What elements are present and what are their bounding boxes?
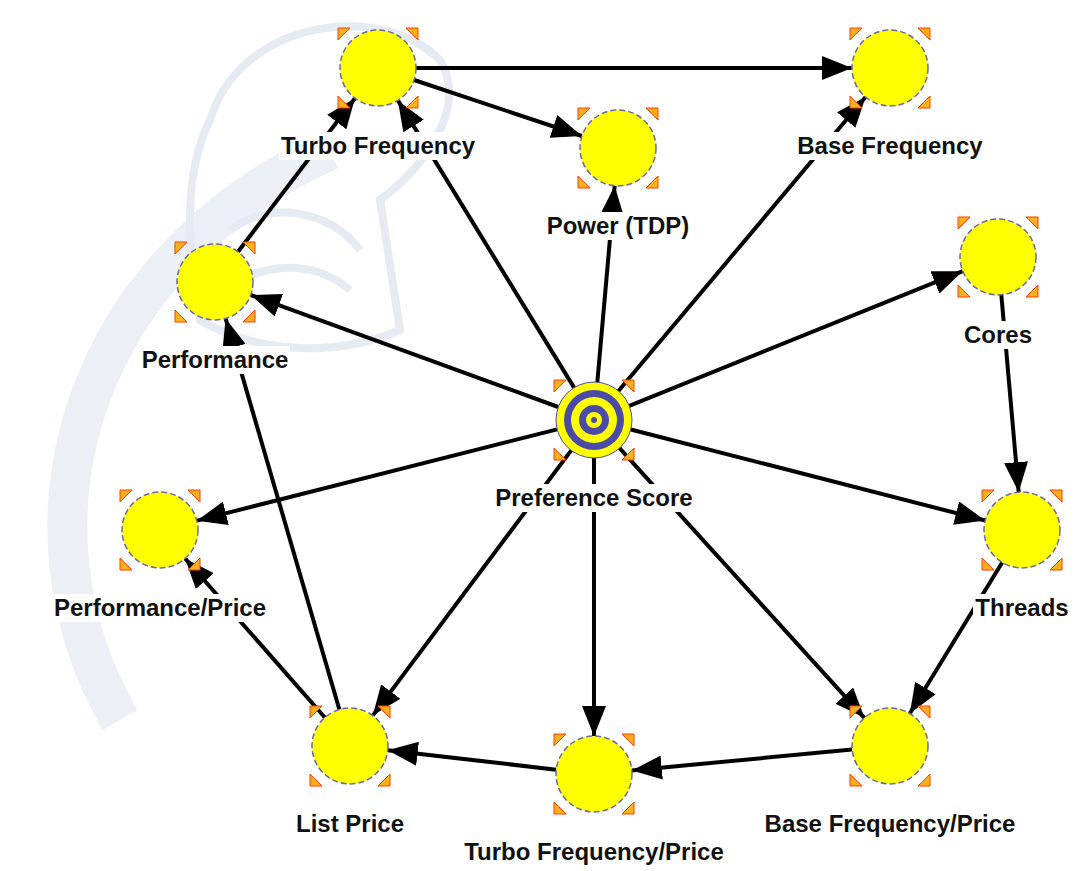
node-label: Power (TDP) bbox=[545, 212, 692, 240]
node-label: Base Frequency bbox=[795, 132, 984, 160]
variable-circle bbox=[552, 732, 636, 816]
variable-node: Cores bbox=[956, 215, 1040, 349]
variable-circle bbox=[980, 488, 1064, 572]
node-label: Cores bbox=[962, 321, 1034, 349]
variable-node: Performance/Price bbox=[52, 488, 268, 622]
variable-circle bbox=[848, 26, 932, 110]
node-label: Turbo Frequency bbox=[279, 132, 477, 160]
target-node: Preference Score bbox=[493, 378, 694, 512]
node-label: Performance bbox=[140, 346, 291, 374]
node-label: Threads bbox=[973, 594, 1070, 622]
variable-node: List Price bbox=[294, 704, 406, 838]
variable-circle bbox=[576, 106, 660, 190]
arrow-connector bbox=[910, 562, 1002, 713]
arrow-connector bbox=[414, 80, 582, 136]
variable-circle bbox=[956, 215, 1040, 299]
variable-circle bbox=[336, 26, 420, 110]
arrow-connector bbox=[226, 318, 340, 709]
variable-node: Turbo Frequency bbox=[279, 26, 477, 160]
arrow-connector bbox=[238, 98, 355, 252]
variable-circle bbox=[173, 240, 257, 324]
arrow-connector bbox=[388, 750, 557, 769]
watermark-arc bbox=[67, 150, 330, 720]
variable-node: Power (TDP) bbox=[545, 106, 692, 240]
node-label: Performance/Price bbox=[52, 594, 268, 622]
variable-circle bbox=[848, 704, 932, 788]
variable-circle bbox=[118, 488, 202, 572]
target-circle bbox=[552, 378, 636, 462]
node-label: Base Frequency/Price bbox=[763, 810, 1018, 838]
variable-node: Base Frequency/Price bbox=[763, 704, 1018, 838]
variable-node: Threads bbox=[973, 488, 1070, 622]
node-label: List Price bbox=[294, 810, 406, 838]
arrow-connector bbox=[629, 271, 963, 406]
variable-node: Performance bbox=[140, 240, 291, 374]
variable-node: Turbo Frequency/Price bbox=[462, 732, 726, 866]
arrow-connector bbox=[632, 750, 852, 771]
node-label: Preference Score bbox=[493, 484, 694, 512]
variable-circle bbox=[308, 704, 392, 788]
variable-node: Base Frequency bbox=[795, 26, 984, 160]
node-label: Turbo Frequency/Price bbox=[462, 838, 726, 866]
arrow-connector bbox=[416, 66, 852, 70]
arrow-connector bbox=[251, 295, 559, 407]
